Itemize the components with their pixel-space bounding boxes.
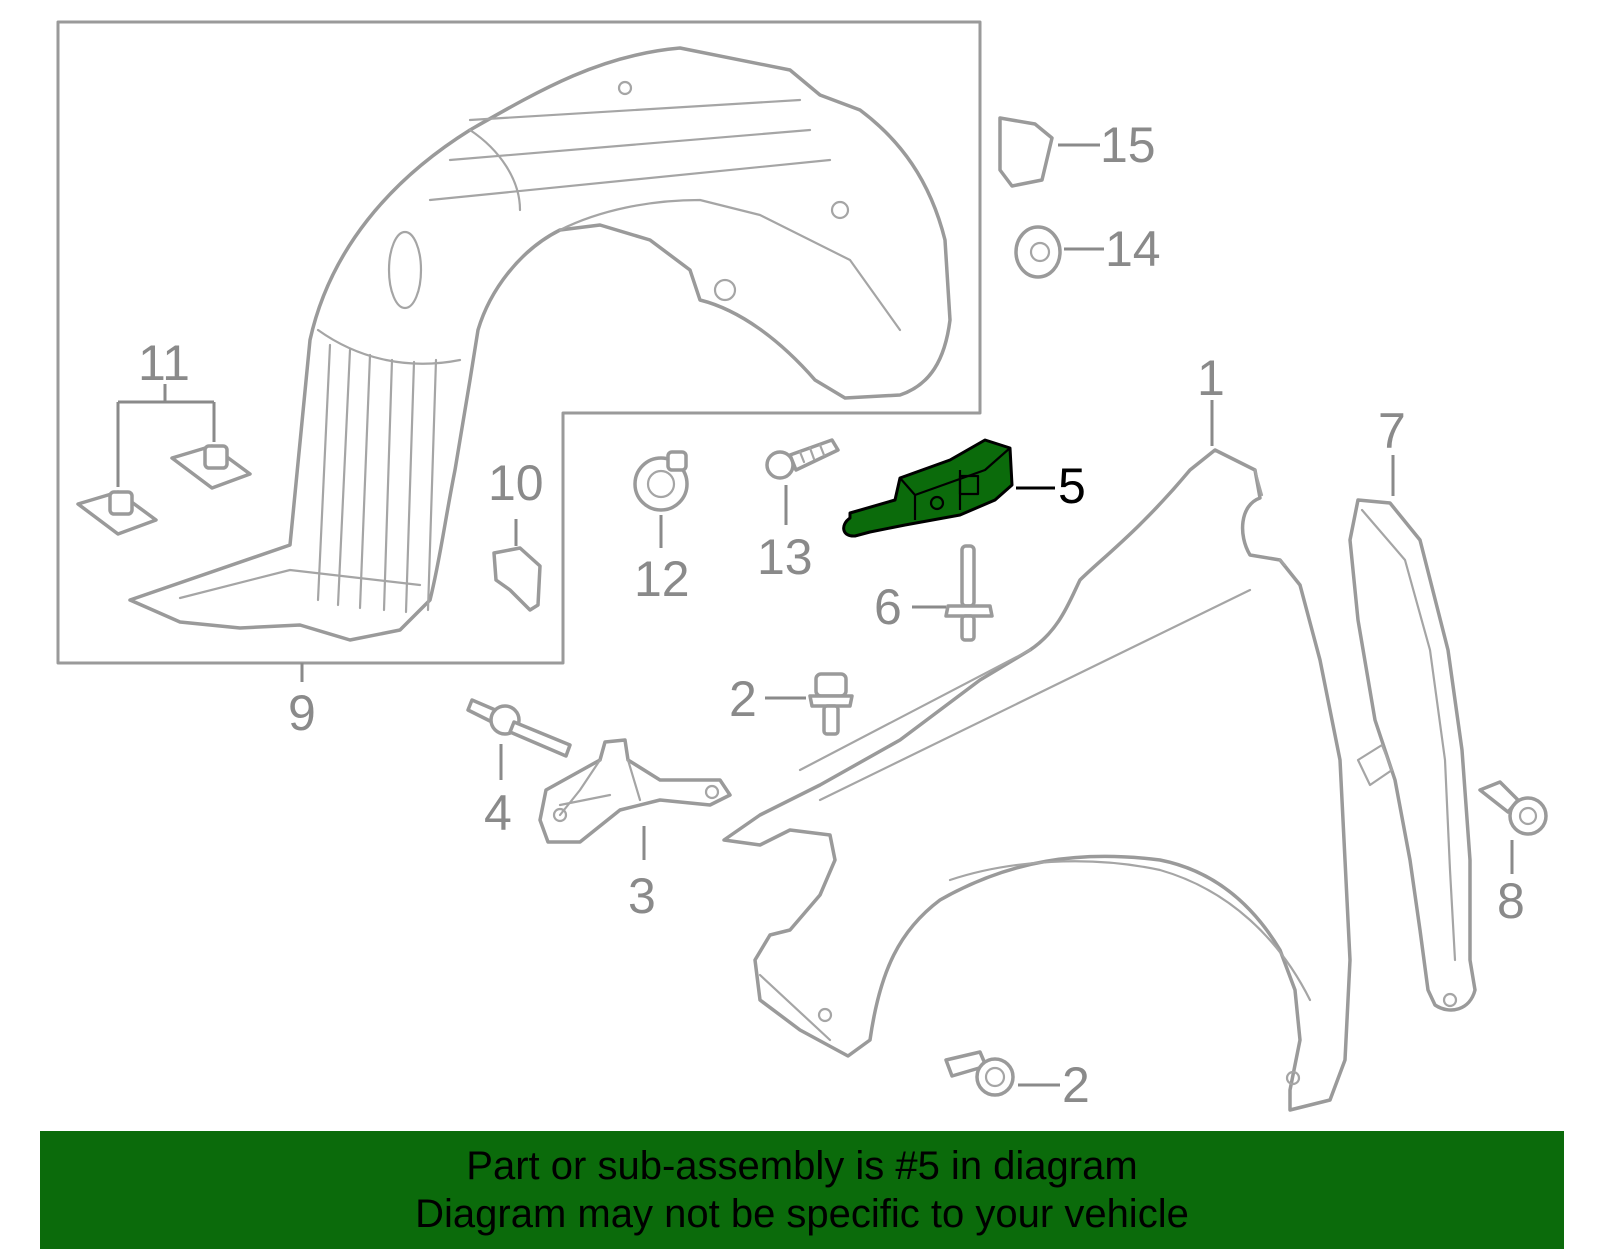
banner-line-disclaimer: Diagram may not be specific to your vehi… xyxy=(415,1192,1189,1236)
grommet-12[interactable] xyxy=(633,450,689,512)
push-clip-14[interactable] xyxy=(1014,225,1062,279)
callout-10[interactable]: 10 xyxy=(488,455,544,511)
callout-7[interactable]: 7 xyxy=(1378,403,1406,459)
callout-3[interactable]: 3 xyxy=(628,868,656,924)
leader-11 xyxy=(116,384,216,487)
side-trim-7[interactable] xyxy=(1348,498,1477,1012)
callout-11[interactable]: 11 xyxy=(138,335,190,391)
bracket-3[interactable] xyxy=(538,738,732,844)
info-banner: Part or sub-assembly is #5 in diagram Di… xyxy=(40,1131,1564,1249)
fender[interactable] xyxy=(722,448,1352,1112)
stud-6[interactable] xyxy=(944,544,994,642)
clip-15[interactable] xyxy=(998,116,1054,188)
callout-13[interactable]: 13 xyxy=(757,529,813,585)
callout-15[interactable]: 15 xyxy=(1100,117,1156,173)
clip-nut-lower[interactable] xyxy=(76,490,158,536)
callout-12[interactable]: 12 xyxy=(634,551,690,607)
callout-5[interactable]: 5 xyxy=(1058,458,1086,514)
callout-8[interactable]: 8 xyxy=(1497,873,1525,929)
bolt-2-upper[interactable] xyxy=(808,672,854,736)
callout-6[interactable]: 6 xyxy=(874,579,902,635)
callout-1[interactable]: 1 xyxy=(1197,350,1225,406)
banner-line-part: Part or sub-assembly is #5 in diagram xyxy=(466,1144,1138,1188)
fender-liner[interactable] xyxy=(128,46,952,642)
callout-4[interactable]: 4 xyxy=(484,785,512,841)
screw-13[interactable] xyxy=(765,438,840,480)
clip-8[interactable] xyxy=(1478,780,1548,836)
stud-4[interactable] xyxy=(466,698,572,758)
clip-nut-upper[interactable] xyxy=(170,444,252,490)
clip-10[interactable] xyxy=(492,546,542,612)
callout-2-lower[interactable]: 2 xyxy=(1062,1057,1090,1113)
callout-14[interactable]: 14 xyxy=(1105,221,1161,277)
callout-9[interactable]: 9 xyxy=(288,685,316,741)
liner-inset-frame xyxy=(56,20,982,665)
callout-2-upper[interactable]: 2 xyxy=(729,671,757,727)
bolt-2-lower[interactable] xyxy=(944,1050,1015,1097)
bracket-5[interactable] xyxy=(842,438,1014,538)
